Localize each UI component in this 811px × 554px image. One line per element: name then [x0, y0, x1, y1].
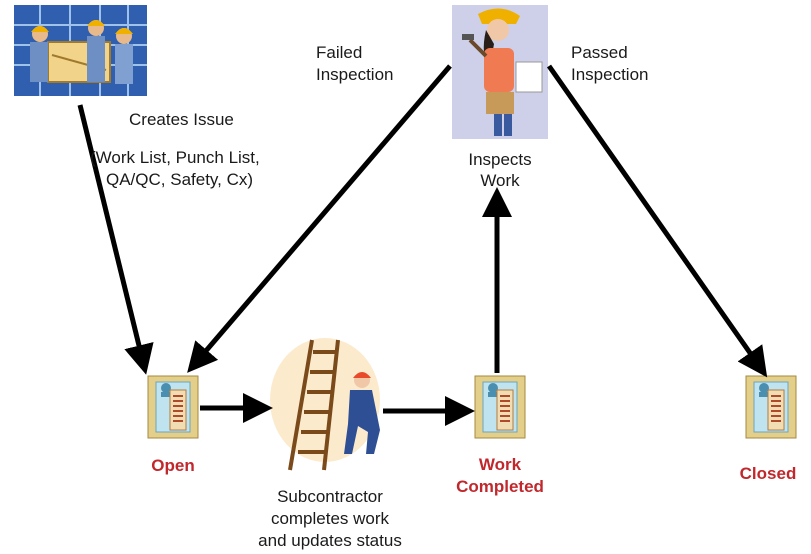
issue-types-label-line1: (Work List, Punch List,: [90, 148, 260, 167]
inspector-icon: [452, 5, 548, 139]
failed-inspection-label-line1: Failed: [316, 43, 363, 62]
subcontractor-label-line3: and updates status: [258, 531, 402, 550]
work-completed-document-icon: [474, 375, 526, 439]
passed-inspection-arrow: [546, 64, 768, 378]
status-work-completed-line1: Work: [478, 455, 522, 474]
passed-inspection-label-line2: Inspection: [571, 65, 649, 84]
status-closed: Closed: [739, 464, 797, 483]
passed-inspection-label-line1: Passed: [571, 43, 628, 62]
failed-inspection-arrow: [187, 64, 452, 373]
status-open: Open: [151, 456, 195, 475]
inspects-work-label-line2: Work: [480, 171, 520, 190]
failed-inspection-label-line2: Inspection: [316, 65, 394, 84]
ladder-worker-icon: [270, 338, 380, 471]
open-document-icon: [147, 375, 199, 439]
status-work-completed-line2: Completed: [456, 477, 544, 496]
closed-document-icon: [745, 375, 797, 439]
issue-types-label-line2: QA/QC, Safety, Cx): [106, 170, 254, 189]
subcontractor-label-line2: completes work: [270, 509, 390, 528]
creates-issue-arrow: [77, 104, 154, 375]
subcontractor-label-line1: Subcontractor: [277, 487, 383, 506]
creates-issue-label: Creates Issue: [129, 110, 234, 129]
construction-workers-icon: [14, 5, 147, 96]
inspects-work-label-line1: Inspects: [468, 150, 532, 169]
